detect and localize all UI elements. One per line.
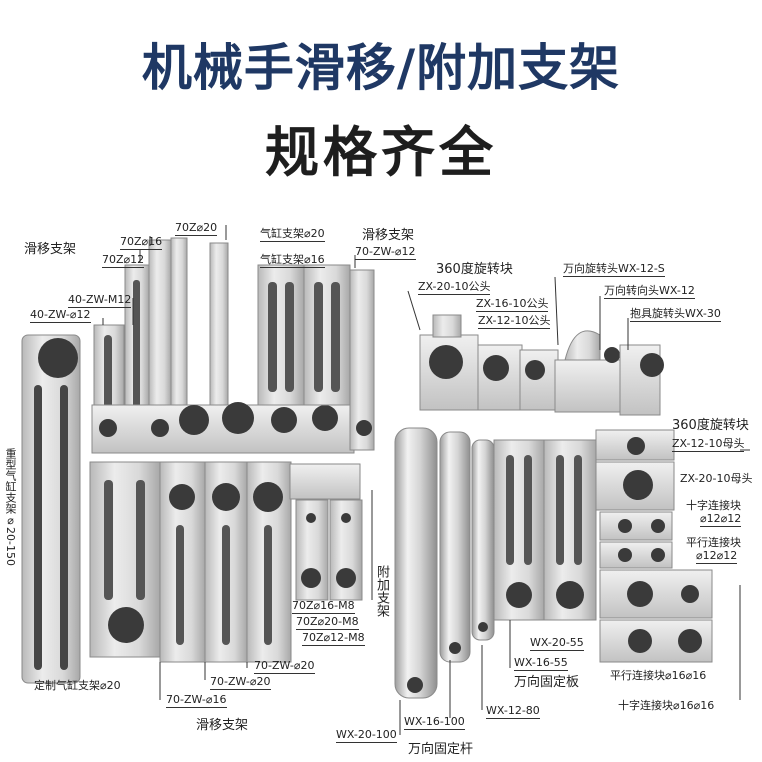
label-wx12-s: 万向旋转头WX-12-S bbox=[563, 262, 665, 277]
label-cyl-bracket-phi16: 气缸支架⌀16 bbox=[260, 253, 325, 268]
extra-brackets bbox=[289, 463, 363, 601]
label-zx12-10-female: ZX-12-10母头 bbox=[672, 437, 745, 452]
label-parallel-block-12-spec: ⌀12⌀12 bbox=[696, 549, 738, 564]
label-wx30: 抱具旋转头WX-30 bbox=[630, 307, 721, 322]
label-cyl-bracket-phi20: 气缸支架⌀20 bbox=[260, 227, 325, 242]
universal-fixed-rods bbox=[394, 427, 495, 699]
label-cross-block-12-spec: ⌀12⌀12 bbox=[700, 512, 742, 527]
label-wx16-55: WX-16-55 bbox=[514, 656, 568, 671]
label-parallel-block-16: 平行连接块⌀16⌀16 bbox=[610, 669, 707, 682]
label-70z-phi16-m8: 70Z⌀16-M8 bbox=[292, 599, 355, 614]
label-70zw-phi20-b: 70-ZW-⌀20 bbox=[254, 659, 315, 674]
label-70zw-phi16: 70-ZW-⌀16 bbox=[166, 693, 227, 708]
label-rotation-block-top: 360度旋转块 bbox=[436, 262, 513, 277]
label-custom-cylinder-bracket: 定制气缸支架⌀20 bbox=[34, 679, 121, 692]
label-70z-phi12: 70Z⌀12 bbox=[102, 253, 145, 268]
label-slide-bracket-bottom: 滑移支架 bbox=[196, 718, 249, 733]
label-universal-rod: 万向固定杆 bbox=[408, 742, 474, 757]
label-zx20-10-male: ZX-20-10公头 bbox=[418, 280, 491, 295]
heavy-cylinder-bracket bbox=[21, 334, 81, 684]
label-wx20-100: WX-20-100 bbox=[336, 728, 397, 743]
label-70z-phi20-m8: 70Z⌀20-M8 bbox=[296, 615, 359, 630]
label-70zw-phi12: 70-ZW-⌀12 bbox=[355, 245, 416, 260]
connection-blocks-right bbox=[595, 429, 713, 663]
label-40zw-m12: 40-ZW-M12 bbox=[68, 293, 132, 308]
main-title: 机械手滑移/附加支架 bbox=[141, 39, 621, 97]
label-wx12: 万向转向头WX-12 bbox=[604, 284, 695, 299]
label-zx16-10-male: ZX-16-10公头 bbox=[476, 297, 549, 312]
label-wx12-80: WX-12-80 bbox=[486, 704, 540, 719]
label-universal-plate: 万向固定板 bbox=[514, 675, 580, 690]
label-40zw-phi12: 40-ZW-⌀12 bbox=[30, 308, 91, 323]
leader-lines bbox=[102, 225, 750, 735]
label-zx20-10-female: ZX-20-10母头 bbox=[680, 472, 753, 485]
universal-fixed-plates bbox=[493, 439, 597, 621]
label-parallel-block-12: 平行连接块 bbox=[686, 536, 741, 549]
label-zx12-10-male: ZX-12-10公头 bbox=[478, 314, 551, 329]
rotation-blocks-male bbox=[419, 314, 664, 416]
label-extra-bracket: 附加支架 bbox=[374, 565, 389, 617]
label-70z-phi20: 70Z⌀20 bbox=[175, 221, 218, 236]
label-cross-block-12: 十字连接块 bbox=[686, 499, 741, 512]
label-slide-bracket-top: 滑移支架 bbox=[24, 242, 77, 257]
slide-brackets-top-left bbox=[91, 237, 375, 454]
sub-title: 规格齐全 bbox=[265, 121, 497, 184]
label-70zw-phi20-a: 70-ZW-⌀20 bbox=[210, 675, 271, 690]
label-70z-phi12-m8: 70Z⌀12-M8 bbox=[302, 631, 365, 646]
slide-brackets-bottom-left bbox=[89, 461, 292, 663]
label-slide-bracket-top2: 滑移支架 bbox=[362, 228, 415, 243]
label-wx16-100: WX-16-100 bbox=[404, 715, 465, 730]
label-rotation-block-right: 360度旋转块 bbox=[672, 418, 749, 433]
label-wx20-55: WX-20-55 bbox=[530, 636, 584, 651]
label-heavy-cylinder-bracket: 重型气缸支架⌀20-150 bbox=[4, 448, 17, 566]
label-cross-block-16: 十字连接块⌀16⌀16 bbox=[618, 699, 715, 712]
label-70z-phi16: 70Z⌀16 bbox=[120, 235, 163, 250]
